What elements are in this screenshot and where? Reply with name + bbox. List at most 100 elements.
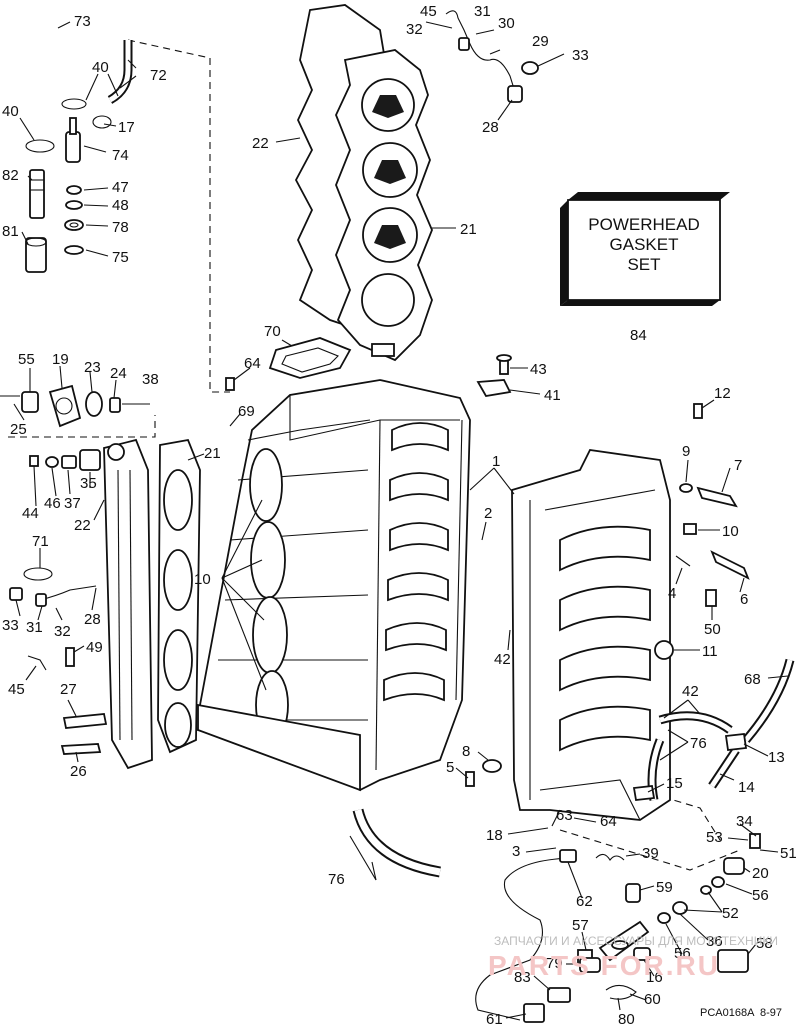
cylinder-head-22 [103, 438, 153, 770]
callout-32: 32 [54, 623, 71, 640]
callout-5: 5 [446, 759, 454, 776]
callout-61: 61 [486, 1011, 503, 1027]
box-line-1: POWERHEAD [588, 215, 699, 234]
callout-22: 22 [252, 135, 269, 152]
cylinder-block [197, 379, 471, 792]
callout-64: 64 [244, 355, 261, 372]
callout-22: 22 [74, 517, 91, 534]
callout-49: 49 [86, 639, 103, 656]
callout-41: 41 [544, 387, 561, 404]
callout-33: 33 [572, 47, 589, 64]
callout-18: 18 [486, 827, 503, 844]
watermark-logo-text: PARTS FOR.RU [488, 950, 720, 981]
guide-dashed-top [127, 39, 230, 393]
callout-47: 47 [112, 179, 129, 196]
callout-3: 3 [512, 843, 520, 860]
callout-39: 39 [642, 845, 659, 862]
callout-12: 12 [714, 385, 731, 402]
callout-60: 60 [644, 991, 661, 1008]
callout-40: 40 [92, 59, 109, 76]
callout-33: 33 [2, 617, 19, 634]
crankcase-cover [511, 449, 671, 821]
guide-dashed-bottom [559, 829, 741, 871]
guide-dashed-right [639, 789, 721, 841]
callout-labels: 73 40 72 40 17 74 82 47 48 78 81 75 45 3… [2, 3, 797, 1027]
box-callout-84: 84 [630, 327, 647, 344]
callout-38: 38 [142, 371, 159, 388]
callout-71: 71 [32, 533, 49, 550]
drawing-layer [0, 4, 795, 1023]
callout-16: 16 [646, 969, 663, 986]
callout-79: 79 [546, 955, 563, 972]
callout-35: 35 [80, 475, 97, 492]
callout-31: 31 [26, 619, 43, 636]
callout-42: 42 [682, 683, 699, 700]
callout-56: 56 [674, 945, 691, 962]
callout-45: 45 [420, 3, 437, 20]
callout-8: 8 [462, 743, 470, 760]
callout-23: 23 [84, 359, 101, 376]
callout-52: 52 [722, 905, 739, 922]
callout-31: 31 [474, 3, 491, 20]
callout-72: 72 [150, 67, 167, 84]
callout-46: 46 [44, 495, 61, 512]
callout-40: 40 [2, 103, 19, 120]
watermark-caption: ЗАПЧАСТИ И АКСЕССУАРЫ ДЛЯ МОТОТЕХНИКИ [494, 934, 778, 948]
callout-42: 42 [494, 651, 511, 668]
callout-75: 75 [112, 249, 129, 266]
callout-32: 32 [406, 21, 423, 38]
callout-26: 26 [70, 763, 87, 780]
callout-57: 57 [572, 917, 589, 934]
callout-11: 11 [702, 643, 718, 660]
callout-63: 63 [556, 807, 573, 824]
box-line-3: SET [627, 255, 660, 274]
cylinder-head-cover-gasket-21 [335, 49, 433, 362]
callout-21: 21 [460, 221, 477, 238]
callout-19: 19 [52, 351, 69, 368]
callout-56: 56 [752, 887, 769, 904]
callout-29: 29 [532, 33, 549, 50]
callout-24: 24 [110, 365, 127, 382]
callout-27: 27 [60, 681, 77, 698]
callout-81: 81 [2, 223, 19, 240]
callout-55: 55 [18, 351, 35, 368]
box-line-2: GASKET [610, 235, 679, 254]
callout-2: 2 [484, 505, 492, 522]
callout-78: 78 [112, 219, 129, 236]
callout-28: 28 [482, 119, 499, 136]
callout-14: 14 [738, 779, 755, 796]
callout-1: 1 [492, 453, 500, 470]
callout-25: 25 [10, 421, 27, 438]
guide-dashed-left [8, 415, 156, 438]
callout-82: 82 [2, 167, 19, 184]
callout-51: 51 [780, 845, 797, 862]
callout-28: 28 [84, 611, 101, 628]
callout-37: 37 [64, 495, 81, 512]
callout-80: 80 [618, 1011, 635, 1027]
callout-83: 83 [514, 969, 531, 986]
callout-62: 62 [576, 893, 593, 910]
callout-7: 7 [734, 457, 742, 474]
callout-48: 48 [112, 197, 129, 214]
hose-u-73 [27, 29, 81, 122]
callout-76: 76 [690, 735, 707, 752]
callout-21: 21 [204, 445, 221, 462]
callout-58: 58 [756, 935, 773, 952]
callout-13: 13 [768, 749, 785, 766]
callout-69: 69 [238, 403, 255, 420]
callout-53: 53 [706, 829, 723, 846]
callout-74: 74 [112, 147, 129, 164]
callout-36: 36 [706, 933, 723, 950]
callout-34: 34 [736, 813, 753, 830]
callout-64: 64 [600, 813, 617, 830]
callout-76: 76 [328, 871, 345, 888]
callout-50: 50 [704, 621, 721, 638]
drawing-date: 8-97 [760, 1007, 782, 1019]
callout-10: 10 [722, 523, 739, 540]
callout-70: 70 [264, 323, 281, 340]
callout-44: 44 [22, 505, 39, 522]
callout-59: 59 [656, 879, 673, 896]
drawing-code: PCA0168A [700, 1007, 755, 1019]
callout-9: 9 [682, 443, 690, 460]
